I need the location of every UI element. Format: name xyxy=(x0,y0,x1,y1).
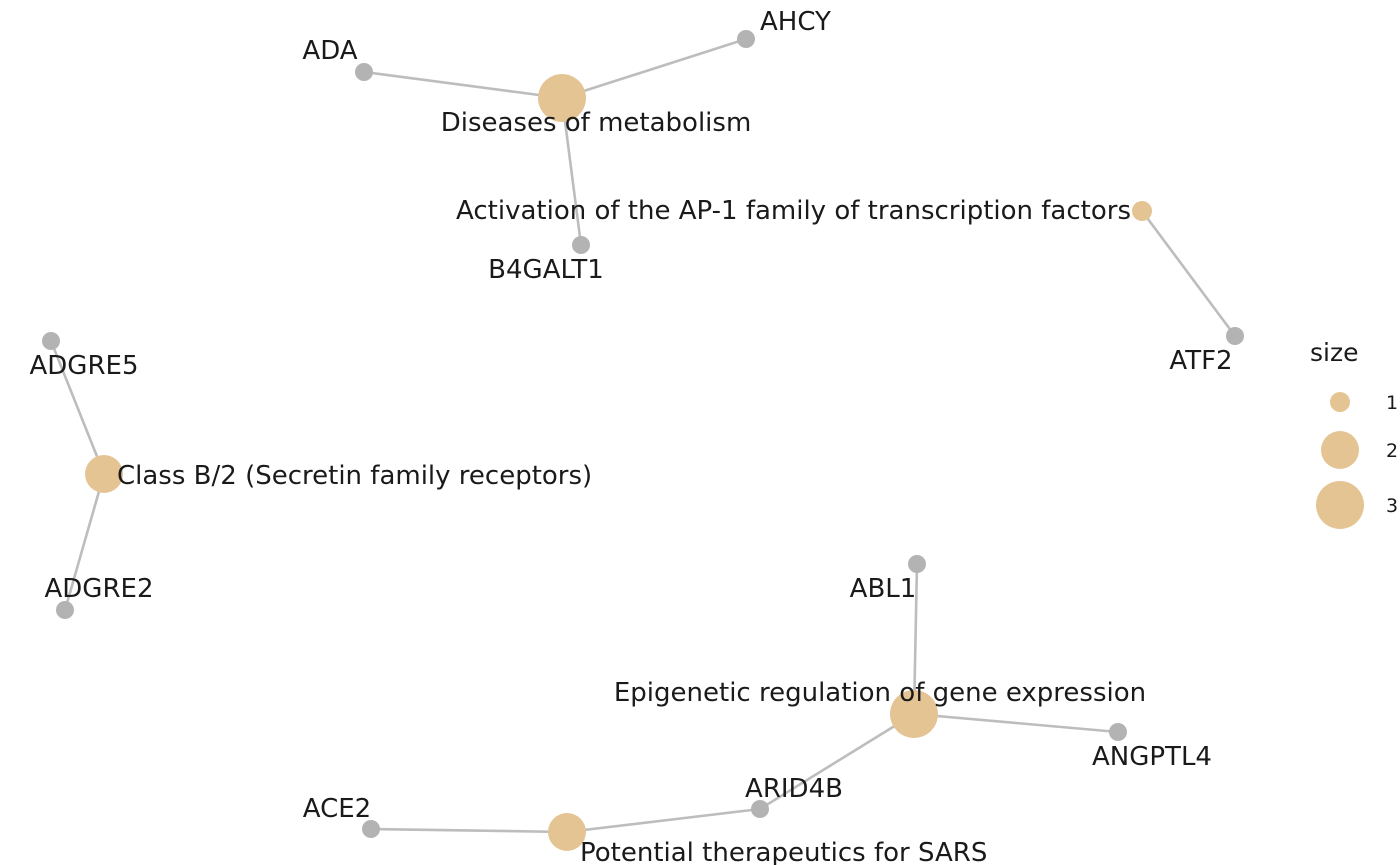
gene-label-ada: ADA xyxy=(302,36,357,66)
gene-label-ahcy: AHCY xyxy=(760,7,831,37)
edge-class-b-2-secretin-family-receptors-to-adgre5 xyxy=(49,340,106,475)
legend-key-size-2 xyxy=(1321,431,1359,469)
gene-node-adgre5[interactable] xyxy=(42,332,60,350)
pathway-node-diseases-of-metabolism[interactable] xyxy=(538,74,586,122)
pathway-label-potential-therapeutics-for-sars: Potential therapeutics for SARS xyxy=(580,838,987,865)
edge-epigenetic-regulation-of-gene-expression-to-arid4b xyxy=(759,712,915,811)
gene-node-ace2[interactable] xyxy=(362,820,380,838)
gene-node-ahcy[interactable] xyxy=(737,30,755,48)
pathway-node-epigenetic-regulation-of-gene-expression[interactable] xyxy=(890,690,938,738)
gene-label-abl1: ABL1 xyxy=(850,574,917,604)
edge-epigenetic-regulation-of-gene-expression-to-abl1 xyxy=(912,563,919,715)
legend-label-size-3: 3 xyxy=(1386,495,1398,517)
gene-label-atf2: ATF2 xyxy=(1169,346,1232,376)
pathway-label-activation-of-the-ap-1-family-of-transcription-factors: Activation of the AP-1 family of transcr… xyxy=(456,196,1131,226)
edge-potential-therapeutics-for-sars-to-ace2 xyxy=(370,827,568,834)
gene-label-adgre5: ADGRE5 xyxy=(30,351,139,381)
gene-label-arid4b: ARID4B xyxy=(745,774,843,804)
edge-layer xyxy=(49,37,1237,834)
gene-label-ace2: ACE2 xyxy=(303,794,371,824)
gene-node-ada[interactable] xyxy=(355,63,373,81)
legend-key-size-1 xyxy=(1330,392,1350,412)
gene-label-angptl4: ANGPTL4 xyxy=(1092,742,1212,772)
gene-node-atf2[interactable] xyxy=(1226,327,1244,345)
edge-class-b-2-secretin-family-receptors-to-adgre2 xyxy=(63,473,106,611)
pathway-label-diseases-of-metabolism: Diseases of metabolism xyxy=(441,108,752,138)
pathway-label-class-b-2-secretin-family-receptors: Class B/2 (Secretin family receptors) xyxy=(117,461,592,491)
pathway-node-activation-of-the-ap-1-family-of-transcription-factors[interactable] xyxy=(1132,201,1152,221)
gene-node-b4galt1[interactable] xyxy=(572,236,590,254)
pathway-label-epigenetic-regulation-of-gene-expression: Epigenetic regulation of gene expression xyxy=(614,678,1146,708)
edge-epigenetic-regulation-of-gene-expression-to-angptl4 xyxy=(913,712,1119,734)
legend-key-size-3 xyxy=(1316,481,1364,529)
gene-node-adgre2[interactable] xyxy=(56,601,74,619)
gene-label-adgre2: ADGRE2 xyxy=(45,574,154,604)
edge-diseases-of-metabolism-to-ada xyxy=(363,70,563,100)
gene-label-b4galt1: B4GALT1 xyxy=(488,255,604,285)
legend-title: size xyxy=(1310,338,1358,367)
edge-diseases-of-metabolism-to-b4galt1 xyxy=(560,97,583,246)
edge-activation-of-the-ap-1-family-of-transcription-factors-to-atf2 xyxy=(1140,210,1237,337)
legend-label-size-2: 2 xyxy=(1386,440,1398,462)
edge-diseases-of-metabolism-to-ahcy xyxy=(561,37,747,100)
legend-label-size-1: 1 xyxy=(1386,392,1398,414)
gene-node-abl1[interactable] xyxy=(908,555,926,573)
node-layer xyxy=(42,30,1244,851)
pathway-node-class-b-2-secretin-family-receptors[interactable] xyxy=(85,455,123,493)
pathway-node-potential-therapeutics-for-sars[interactable] xyxy=(548,813,586,851)
gene-node-arid4b[interactable] xyxy=(751,800,769,818)
edge-potential-therapeutics-for-sars-to-arid4b xyxy=(566,807,761,834)
gene-node-angptl4[interactable] xyxy=(1109,723,1127,741)
size-legend: size 1 2 3 xyxy=(1310,338,1398,529)
